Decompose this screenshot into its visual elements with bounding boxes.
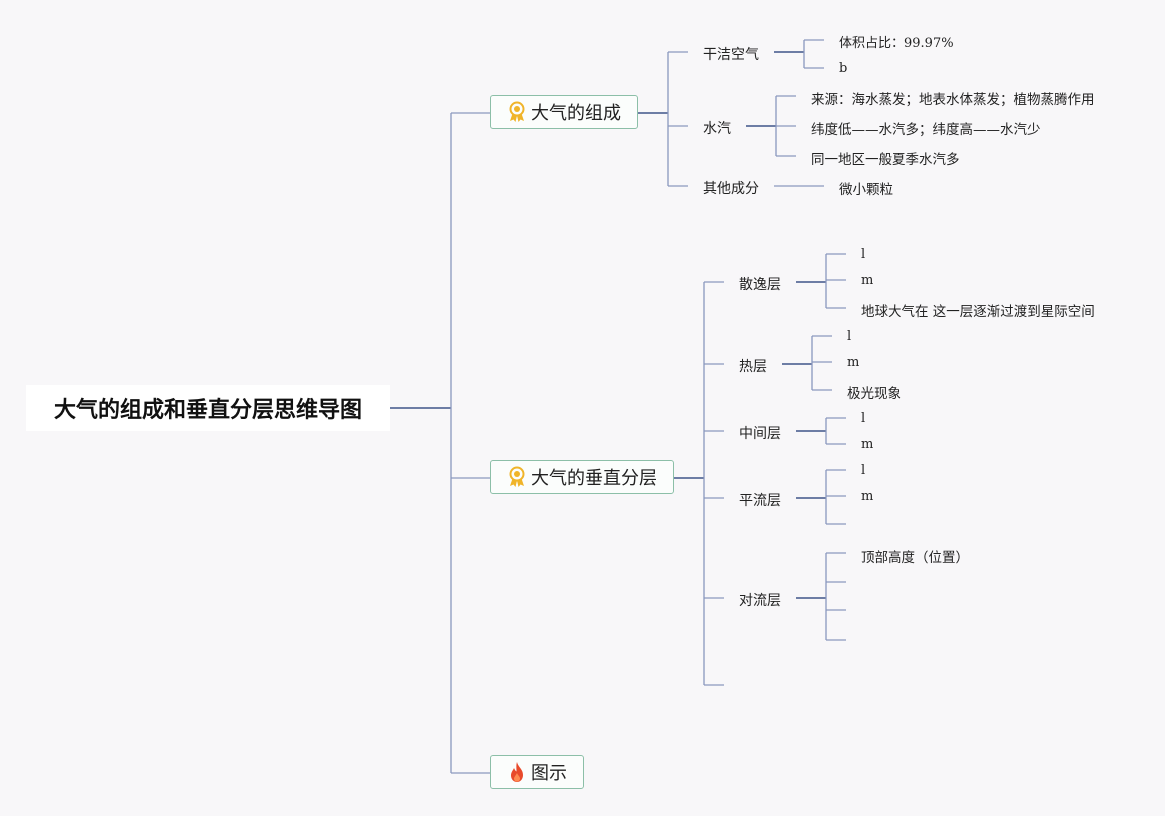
subtopic-dry-air-2[interactable]: b xyxy=(839,61,848,76)
subtopic-exosphere-1[interactable]: l xyxy=(861,247,866,262)
subtopic-thermosphere-1[interactable]: l xyxy=(847,329,852,344)
topic-water-vapor[interactable]: 水汽 xyxy=(703,121,731,137)
topic-exosphere[interactable]: 散逸层 xyxy=(739,277,781,293)
subtopic-stratosphere-2[interactable]: m xyxy=(861,489,874,504)
subtopic-stratosphere-1[interactable]: l xyxy=(861,463,866,478)
topic-dry-air[interactable]: 干洁空气 xyxy=(703,47,759,63)
topic-stratosphere[interactable]: 平流层 xyxy=(739,493,781,509)
topic-troposphere[interactable]: 对流层 xyxy=(739,593,781,609)
subtopic-water-vapor-2[interactable]: 纬度低——水汽多；纬度高——水汽少 xyxy=(811,122,1041,138)
root-topic-label: 大气的组成和垂直分层思维导图 xyxy=(53,398,362,423)
subtopic-thermosphere-3[interactable]: 极光现象 xyxy=(847,386,901,402)
subtopic-exosphere-3[interactable]: 地球大气在 这一层逐渐过渡到星际空间 xyxy=(861,304,1095,320)
subtopic-mesosphere-2[interactable]: m xyxy=(861,437,874,452)
branch-composition[interactable]: 大气的组成 xyxy=(490,95,638,129)
fire-icon xyxy=(507,761,527,783)
branch-composition-label: 大气的组成 xyxy=(531,103,621,124)
topic-thermosphere[interactable]: 热层 xyxy=(739,359,767,375)
award-ribbon-icon xyxy=(507,466,527,488)
subtopic-mesosphere-1[interactable]: l xyxy=(861,411,866,426)
branch-diagram[interactable]: 图示 xyxy=(490,755,584,789)
subtopic-dry-air-1[interactable]: 体积占比：99.97% xyxy=(839,36,954,51)
subtopic-exosphere-2[interactable]: m xyxy=(861,273,874,288)
subtopic-troposphere-1[interactable]: 顶部高度（位置） xyxy=(861,550,969,566)
branch-vertical-layers-label: 大气的垂直分层 xyxy=(531,468,657,489)
root-topic[interactable]: 大气的组成和垂直分层思维导图 xyxy=(26,385,390,431)
branch-vertical-layers[interactable]: 大气的垂直分层 xyxy=(490,460,674,494)
branch-diagram-label: 图示 xyxy=(531,763,567,784)
subtopic-water-vapor-1[interactable]: 来源：海水蒸发；地表水体蒸发；植物蒸腾作用 xyxy=(811,92,1095,108)
topic-mesosphere[interactable]: 中间层 xyxy=(739,426,781,442)
subtopic-other-1[interactable]: 微小颗粒 xyxy=(839,182,893,198)
award-ribbon-icon xyxy=(507,101,527,123)
topic-other-components[interactable]: 其他成分 xyxy=(703,181,759,197)
subtopic-thermosphere-2[interactable]: m xyxy=(847,355,860,370)
subtopic-water-vapor-3[interactable]: 同一地区一般夏季水汽多 xyxy=(811,152,960,168)
